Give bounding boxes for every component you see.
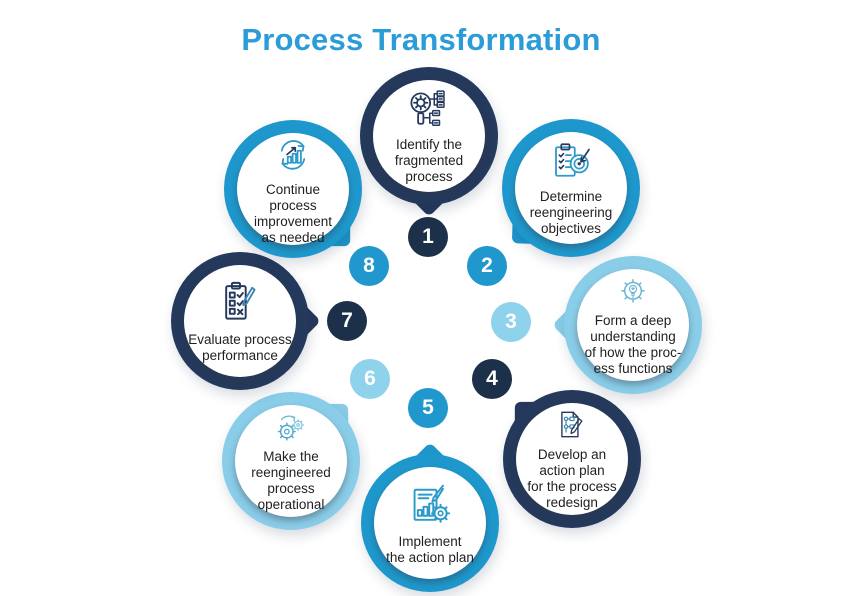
step-5-number-badge: 5 xyxy=(408,388,448,428)
step-4-number-badge: 4 xyxy=(472,359,512,399)
step-8-number-badge: 8 xyxy=(349,246,389,286)
step-3-number-badge: 3 xyxy=(491,302,531,342)
checklist-pencil-icon xyxy=(214,278,266,330)
page-title: Process Transformation xyxy=(241,22,601,57)
cycle-arrows-chart-icon xyxy=(269,132,317,180)
gear-lightbulb-icon xyxy=(614,273,652,311)
magnifier-gear-flowchart-icon xyxy=(405,87,453,135)
report-chart-pencil-gear-icon xyxy=(404,480,456,532)
step-2-number-badge: 2 xyxy=(467,246,507,286)
step-6-number-badge: 6 xyxy=(350,359,390,399)
clipboard-target-arrow-icon xyxy=(547,139,595,187)
document-flowchart-pencil-icon xyxy=(553,407,591,445)
step-7-number-badge: 7 xyxy=(327,301,367,341)
gears-refresh-arrow-icon xyxy=(272,409,310,447)
step-1-number-badge: 1 xyxy=(408,217,448,257)
